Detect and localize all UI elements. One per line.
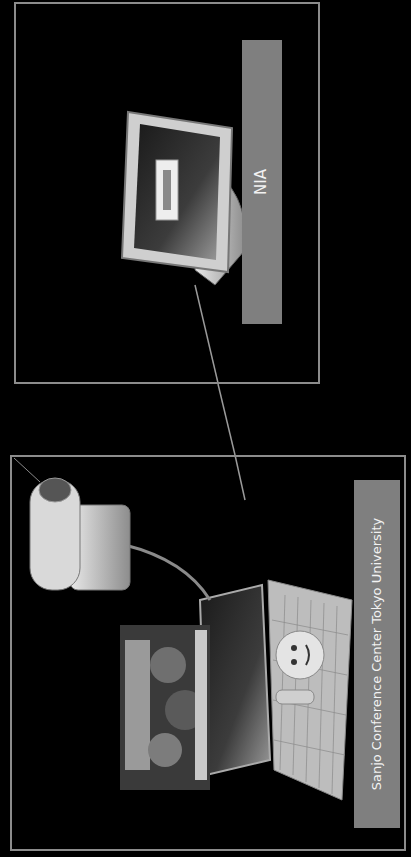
link-line [235,455,245,500]
site-panel: NIA [14,2,320,384]
photo-building [125,640,150,770]
laptop-icon [200,580,352,800]
person-hand [276,690,314,704]
monitor-icon [122,112,246,285]
keyboard-grid [272,595,348,794]
photo-tree [150,647,186,683]
site-panel: Sanjo Conference Center Tokyo University [10,455,406,851]
monitor-screen [134,124,220,260]
network-link [218,384,235,455]
photo-frame [120,625,210,790]
site-label: NIA [242,40,282,324]
photo-tree [148,733,182,767]
screen-logo-mark [163,170,171,210]
laptop-screen [200,585,270,775]
site-label: Sanjo Conference Center Tokyo University [354,480,400,828]
camera-lens [39,478,71,502]
laptop-keyboard [268,580,352,800]
campus-photo [120,625,210,790]
monitor-frame [122,112,232,272]
camera-icon [14,458,130,590]
camera-cable [125,545,210,600]
person-head [276,631,324,679]
camera-line [14,458,40,482]
photo-road [195,630,207,780]
link-line [195,285,218,383]
person-icon [276,631,324,704]
screen-logo [156,160,178,220]
